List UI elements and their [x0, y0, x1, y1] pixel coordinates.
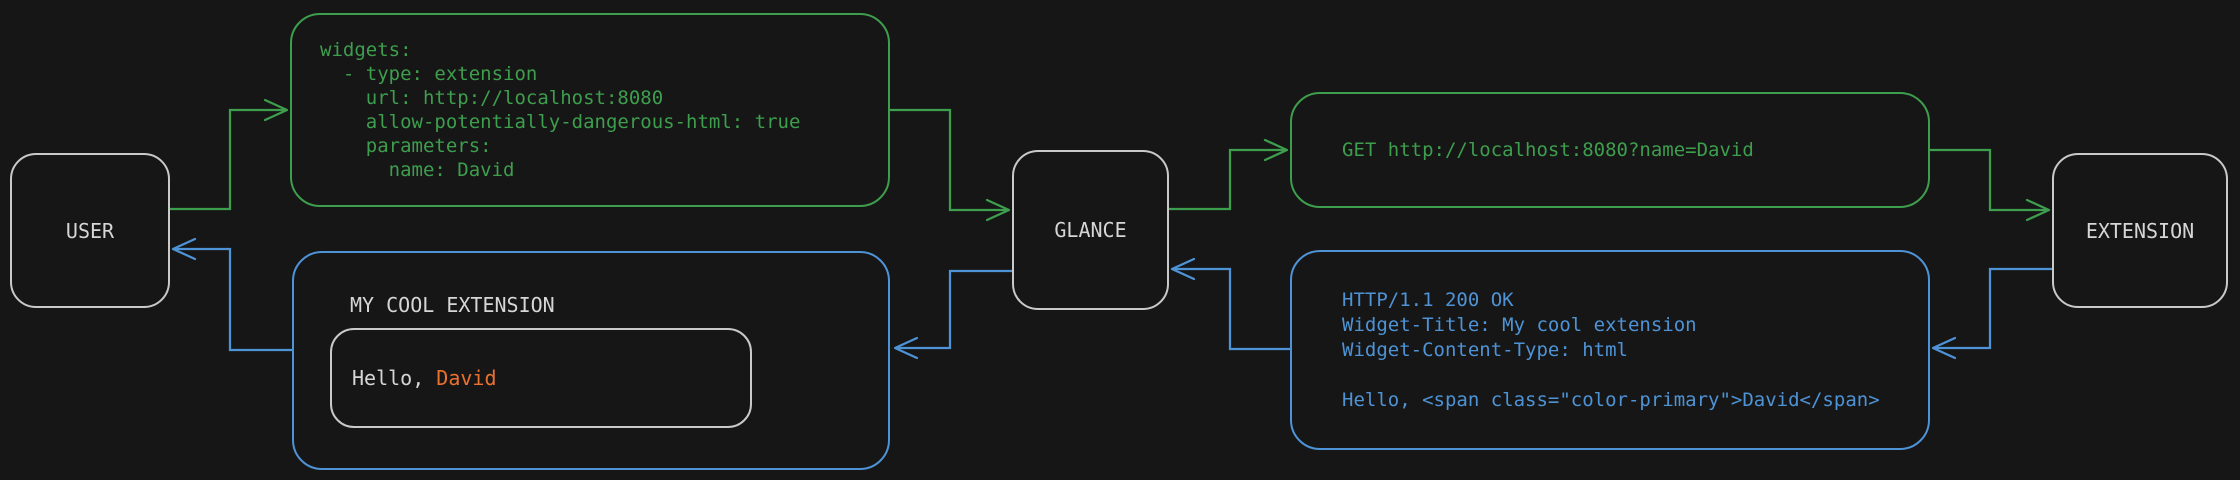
config-code-box: widgets: - type: extension url: http://l…	[290, 13, 890, 207]
edge-config-to-glance	[890, 108, 1011, 222]
edge-extension-to-response	[1931, 267, 2052, 360]
edge-response-to-glance	[1170, 257, 1290, 351]
http-response-box: HTTP/1.1 200 OK Widget-Title: My cool ex…	[1290, 250, 1930, 450]
widget-greeting-box: Hello, David	[330, 328, 752, 428]
widget-title: MY COOL EXTENSION	[350, 293, 555, 317]
get-request-code: GET http://localhost:8080?name=David	[1342, 139, 1754, 161]
edge-user-to-config	[170, 98, 289, 211]
edge-glance-to-widget	[893, 269, 1012, 360]
node-extension: EXTENSION	[2052, 153, 2228, 308]
rendered-widget-box: MY COOL EXTENSION Hello, David	[292, 251, 890, 470]
node-user: USER	[10, 153, 170, 308]
node-extension-label: EXTENSION	[2085, 218, 2195, 243]
node-user-label: USER	[65, 218, 115, 243]
edge-request-to-extension	[1930, 148, 2051, 222]
greeting-prefix: Hello,	[352, 366, 437, 390]
greeting-name: David	[436, 366, 497, 390]
config-yaml-code: widgets: - type: extension url: http://l…	[320, 39, 801, 181]
edge-glance-to-request	[1169, 138, 1289, 211]
node-glance-label: GLANCE	[1054, 218, 1127, 242]
get-request-box: GET http://localhost:8080?name=David	[1290, 92, 1930, 208]
http-response-code: HTTP/1.1 200 OK Widget-Title: My cool ex…	[1342, 288, 1880, 411]
edge-widget-to-user	[171, 237, 292, 352]
node-glance: GLANCE	[1012, 150, 1169, 310]
